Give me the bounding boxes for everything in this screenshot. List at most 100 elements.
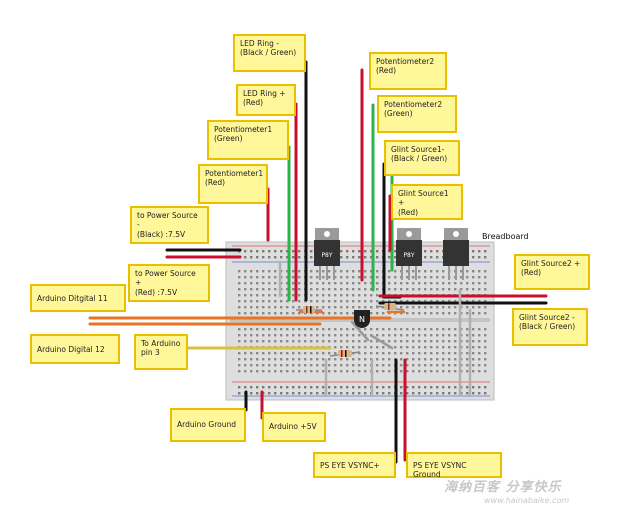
breadboard-hole (478, 392, 481, 395)
breadboard-hole (466, 364, 469, 367)
breadboard-hole (412, 270, 415, 273)
breadboard-hole (346, 306, 349, 309)
breadboard-hole (340, 294, 343, 297)
breadboard-hole (478, 346, 481, 349)
breadboard-hole (466, 288, 469, 291)
breadboard-hole (442, 282, 445, 285)
breadboard-hole (310, 340, 313, 343)
breadboard-hole (460, 276, 463, 279)
breadboard-hole (364, 288, 367, 291)
breadboard-hole (376, 300, 379, 303)
breadboard-hole (376, 312, 379, 315)
breadboard-hole (280, 340, 283, 343)
label-arduino-digital-12: Arduino Digital 12 (30, 334, 120, 364)
breadboard-hole (256, 312, 259, 315)
breadboard-hole (280, 250, 283, 253)
breadboard-hole (238, 392, 241, 395)
breadboard-hole (238, 294, 241, 297)
breadboard-hole (256, 358, 259, 361)
breadboard-hole (292, 294, 295, 297)
breadboard-hole (328, 392, 331, 395)
breadboard-hole (358, 300, 361, 303)
breadboard-hole (376, 352, 379, 355)
breadboard-hole (364, 358, 367, 361)
breadboard-hole (334, 288, 337, 291)
breadboard-hole (352, 328, 355, 331)
breadboard-hole (442, 340, 445, 343)
label-glint-source1-plus: Glint Source1 + (Red) (391, 184, 463, 220)
label-arduino-5v: Arduino +5V (262, 412, 326, 442)
breadboard-hole (418, 340, 421, 343)
breadboard-hole (286, 352, 289, 355)
breadboard-hole (436, 328, 439, 331)
breadboard-hole (400, 288, 403, 291)
breadboard-hole (238, 306, 241, 309)
breadboard-hole (460, 270, 463, 273)
breadboard-hole (280, 364, 283, 367)
breadboard-hole (292, 328, 295, 331)
breadboard-hole (406, 282, 409, 285)
breadboard-hole (394, 340, 397, 343)
breadboard-hole (238, 334, 241, 337)
breadboard-hole (274, 270, 277, 273)
breadboard-hole (466, 300, 469, 303)
breadboard-hole (316, 340, 319, 343)
breadboard-hole (322, 270, 325, 273)
label-ps-eye-vsync-plus: PS EYE VSYNC+ (313, 452, 396, 478)
breadboard-hole (424, 364, 427, 367)
breadboard-hole (358, 346, 361, 349)
breadboard-hole (334, 282, 337, 285)
breadboard-hole (268, 352, 271, 355)
breadboard-hole (352, 288, 355, 291)
breadboard-hole (436, 288, 439, 291)
breadboard-hole (268, 340, 271, 343)
breadboard-hole (268, 312, 271, 315)
breadboard-hole (286, 270, 289, 273)
breadboard-hole (286, 340, 289, 343)
breadboard-hole (310, 364, 313, 367)
breadboard-hole (316, 282, 319, 285)
breadboard-hole (430, 392, 433, 395)
breadboard-hole (412, 370, 415, 373)
breadboard-hole (310, 276, 313, 279)
breadboard-hole (418, 392, 421, 395)
breadboard-hole (262, 276, 265, 279)
breadboard-hole (478, 282, 481, 285)
breadboard-hole (280, 352, 283, 355)
breadboard-hole (286, 306, 289, 309)
breadboard-hole (268, 386, 271, 389)
breadboard-hole (376, 386, 379, 389)
breadboard-hole (322, 392, 325, 395)
breadboard-hole (238, 282, 241, 285)
breadboard-hole (388, 334, 391, 337)
breadboard-hole (436, 386, 439, 389)
breadboard-hole (268, 358, 271, 361)
breadboard-hole (418, 300, 421, 303)
breadboard-hole (262, 334, 265, 337)
breadboard-hole (484, 312, 487, 315)
breadboard-hole (298, 334, 301, 337)
breadboard-hole (250, 386, 253, 389)
breadboard-hole (304, 358, 307, 361)
breadboard-hole (448, 340, 451, 343)
breadboard-hole (466, 370, 469, 373)
breadboard-hole (316, 370, 319, 373)
breadboard-hole (412, 358, 415, 361)
breadboard-hole (448, 306, 451, 309)
breadboard-hole (472, 250, 475, 253)
breadboard-hole (322, 358, 325, 361)
breadboard-hole (370, 352, 373, 355)
breadboard-hole (376, 392, 379, 395)
breadboard-hole (454, 328, 457, 331)
breadboard-hole (256, 250, 259, 253)
breadboard-hole (268, 364, 271, 367)
breadboard-hole (364, 346, 367, 349)
breadboard-hole (304, 386, 307, 389)
breadboard-hole (454, 312, 457, 315)
breadboard-hole (454, 282, 457, 285)
breadboard-hole (298, 392, 301, 395)
breadboard-hole (430, 288, 433, 291)
breadboard-hole (454, 370, 457, 373)
breadboard-hole (478, 306, 481, 309)
breadboard-hole (322, 288, 325, 291)
